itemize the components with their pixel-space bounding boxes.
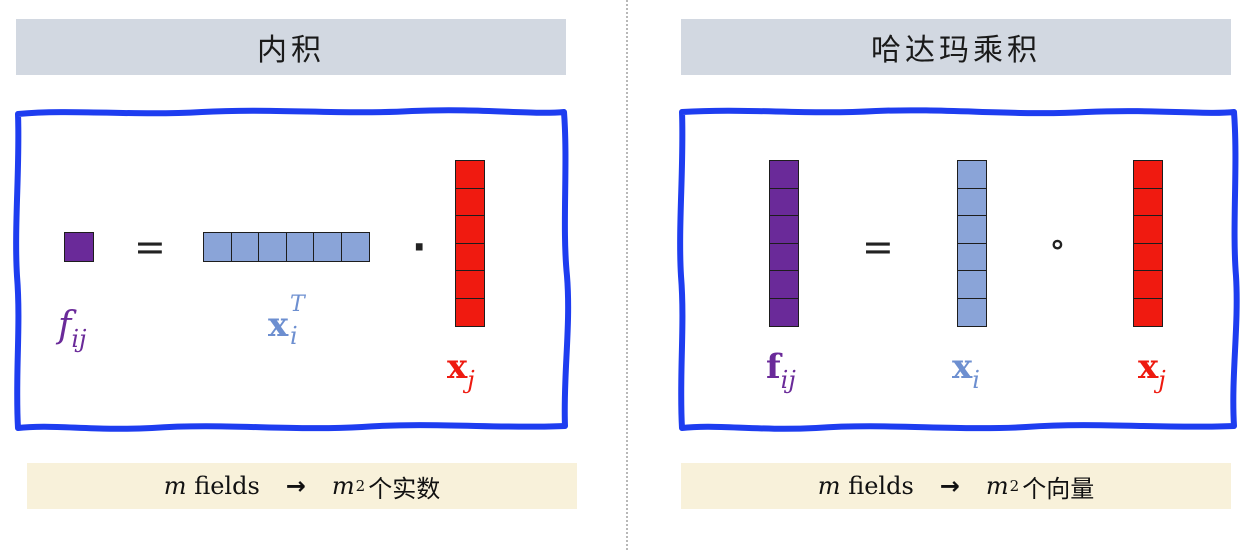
xi-label-sub: i bbox=[290, 322, 298, 350]
vector-cell bbox=[340, 232, 370, 262]
equals-sign: = bbox=[862, 225, 894, 269]
f-label-sub: ij bbox=[71, 325, 87, 353]
vector-cell bbox=[1133, 215, 1163, 244]
vector-cell bbox=[957, 297, 987, 327]
vector-cell bbox=[769, 215, 799, 244]
vector-cell bbox=[957, 187, 987, 217]
vector-cell bbox=[957, 270, 987, 299]
panel-divider bbox=[626, 0, 628, 550]
vector-cell bbox=[455, 270, 485, 299]
f-label-sub: ij bbox=[780, 366, 796, 394]
vector-cell bbox=[957, 160, 987, 189]
footer-fields: fields bbox=[194, 472, 260, 500]
vector-cell bbox=[203, 232, 232, 262]
f-label-base: f bbox=[58, 305, 72, 346]
vector-cell bbox=[258, 232, 287, 262]
vector-cell bbox=[455, 297, 485, 327]
xj-label-base: x bbox=[447, 347, 468, 387]
footer-fields: fields bbox=[848, 472, 914, 500]
vector-cell bbox=[1133, 242, 1163, 272]
scalar-square bbox=[64, 232, 94, 262]
footer-arrow: → bbox=[939, 472, 960, 500]
vector-cell bbox=[769, 160, 799, 189]
vector-cell bbox=[313, 232, 342, 262]
vector-cell bbox=[1133, 160, 1163, 189]
xj-label-sub: j bbox=[467, 366, 475, 394]
footer-arrow: → bbox=[285, 472, 306, 500]
xi-label: xi bbox=[952, 347, 980, 392]
f-ij-bold-label: fij bbox=[766, 347, 796, 392]
equals-sign: = bbox=[134, 225, 166, 269]
left-title-bar: 内积 bbox=[16, 19, 566, 75]
column-vector-f bbox=[769, 160, 799, 327]
right-frame bbox=[677, 107, 1240, 432]
row-vector bbox=[203, 232, 370, 262]
vector-cell bbox=[957, 242, 987, 272]
footer-exp: 2 bbox=[355, 477, 366, 495]
xj-label-sub: j bbox=[1158, 366, 1166, 394]
dot-operator: · bbox=[412, 225, 427, 269]
xj-label: xj bbox=[1138, 347, 1166, 392]
right-title-bar: 哈达玛乘积 bbox=[681, 19, 1231, 75]
f-ij-label: fij bbox=[58, 305, 86, 352]
xi-label-sup: T bbox=[290, 292, 305, 317]
footer-exp: 2 bbox=[1009, 477, 1020, 495]
vector-cell bbox=[957, 215, 987, 244]
hadamard-operator: ∘ bbox=[1048, 227, 1067, 262]
left-frame bbox=[13, 107, 572, 432]
vector-cell bbox=[769, 297, 799, 327]
footer-tail: 个实数 bbox=[368, 474, 441, 503]
vector-cell bbox=[1133, 187, 1163, 217]
vector-cell bbox=[455, 215, 485, 244]
vector-cell bbox=[285, 232, 315, 262]
vector-cell bbox=[769, 270, 799, 299]
vector-cell bbox=[455, 187, 485, 217]
vector-cell bbox=[455, 160, 485, 189]
f-label-base: f bbox=[766, 347, 781, 387]
footer-tail: 个向量 bbox=[1022, 474, 1095, 503]
vector-cell bbox=[769, 187, 799, 217]
footer-m2: m bbox=[985, 472, 1009, 500]
vector-cell bbox=[769, 242, 799, 272]
footer-m: m bbox=[817, 472, 841, 500]
xj-label: xj bbox=[447, 347, 475, 392]
vector-cell bbox=[1133, 270, 1163, 299]
xi-label-base: x bbox=[268, 305, 289, 345]
footer-m: m bbox=[163, 472, 187, 500]
column-vector-xi bbox=[957, 160, 987, 327]
footer-m2: m bbox=[331, 472, 355, 500]
xi-label-base: x bbox=[952, 347, 973, 387]
xi-label-sub: i bbox=[972, 366, 980, 394]
right-title: 哈达玛乘积 bbox=[871, 33, 1041, 68]
vector-cell bbox=[230, 232, 260, 262]
vector-cell bbox=[1133, 297, 1163, 327]
column-vector bbox=[455, 160, 485, 327]
vector-cell bbox=[455, 242, 485, 272]
column-vector-xj bbox=[1133, 160, 1163, 327]
left-title: 内积 bbox=[257, 33, 325, 68]
xj-label-base: x bbox=[1138, 347, 1159, 387]
